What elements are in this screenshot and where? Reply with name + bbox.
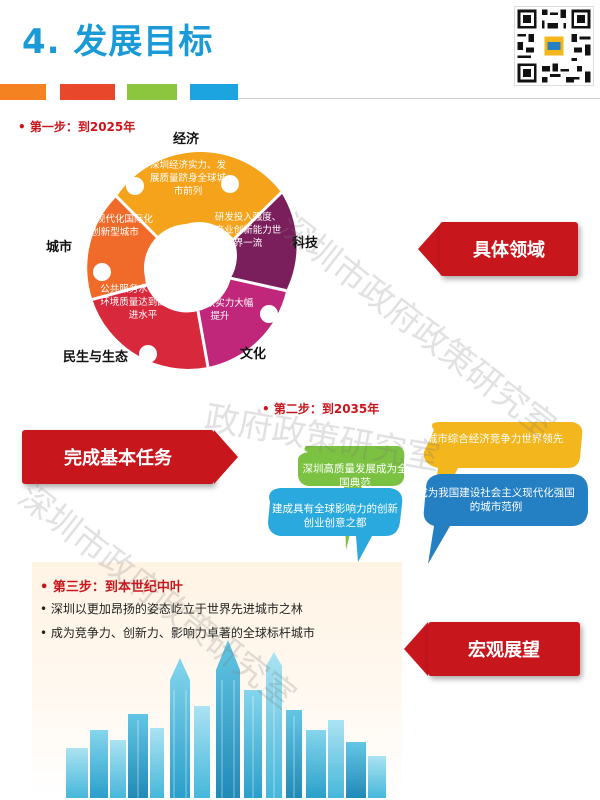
callout-specific-fields: 具体领域 <box>418 222 578 276</box>
wheel-text-technology: 研发投入强度、产业创新能力世界一流 <box>214 212 282 249</box>
wheel-text-economy: 深圳经济实力、发展质量跻身全球城市前列 <box>149 160 226 197</box>
step2-bubbles <box>268 422 588 564</box>
wheel-segment-livelihood <box>92 285 208 369</box>
wheel-segment-culture <box>198 278 287 367</box>
bubble-shape-competitive <box>423 422 583 526</box>
bubble-shape-innovation <box>268 488 403 562</box>
wheel-text-culture: 文化软实力大幅提升 <box>186 298 254 322</box>
bubble-text-model: 成为我国建设社会主义现代化强国的城市范例 <box>417 487 575 514</box>
wheel-label-economy: 经济 <box>173 132 200 147</box>
goal-wheel <box>87 152 297 369</box>
wheel-segment-economy <box>116 152 282 242</box>
bubble-text-competitive: 城市综合经济竞争力世界领先 <box>426 433 564 445</box>
wheel-label-culture: 文化 <box>240 347 267 362</box>
arrow-left-icon <box>404 622 428 676</box>
wheel-text-city: 建成现代化国际化创新型城市 <box>76 214 153 238</box>
wheel-dot-tech <box>221 175 239 193</box>
color-bar-red <box>60 84 115 100</box>
color-bar-blue <box>190 84 238 100</box>
bubble-shape-model <box>423 474 588 564</box>
divider <box>238 98 600 99</box>
callout-specific-fields-label: 具体领域 <box>440 222 578 276</box>
step1-label: • 第一步：到2025年 <box>18 120 136 134</box>
bubble-text-innovation: 建成具有全球影响力的创新创业创意之都 <box>272 503 398 530</box>
wheel-segment-technology <box>230 192 297 291</box>
step2-label: • 第二步：到2035年 <box>262 402 380 416</box>
bubble-text-quality: 深圳高质量发展成为全国典范 <box>302 463 408 490</box>
step3-item: • 成为竞争力、创新力、影响力卓著的全球标杆城市 <box>40 626 315 640</box>
qr-code-icon[interactable] <box>514 6 594 86</box>
wheel-label-technology: 科技 <box>292 236 319 251</box>
step3-item: • 深圳以更加昂扬的姿态屹立于世界先进城市之林 <box>40 602 303 616</box>
callout-basic-tasks: 完成基本任务 <box>22 430 238 484</box>
wheel-label-city: 城市 <box>46 240 73 255</box>
wheel-text-livelihood: 公共服务水平和生态环境质量达到国际先进水平 <box>100 284 186 321</box>
callout-basic-tasks-label: 完成基本任务 <box>22 430 214 484</box>
wheel-dot-live <box>139 345 157 363</box>
color-bar-orange <box>0 84 46 100</box>
wheel-dot-city <box>93 263 111 281</box>
arrow-right-icon <box>214 430 238 484</box>
wheel-label-livelihood: 民生与生态 <box>63 350 129 365</box>
city-skyline-icon <box>66 640 386 798</box>
step3-label: • 第三步：到本世纪中叶 <box>40 580 183 595</box>
wheel-dot-culture <box>260 305 278 323</box>
color-bar-green <box>127 84 177 100</box>
wheel-dot-econ <box>126 177 144 195</box>
page-title: 4. 发展目标 <box>22 22 214 62</box>
callout-macro-outlook: 宏观展望 <box>404 622 580 676</box>
arrow-left-icon <box>418 222 442 276</box>
callout-macro-outlook-label: 宏观展望 <box>428 622 580 676</box>
